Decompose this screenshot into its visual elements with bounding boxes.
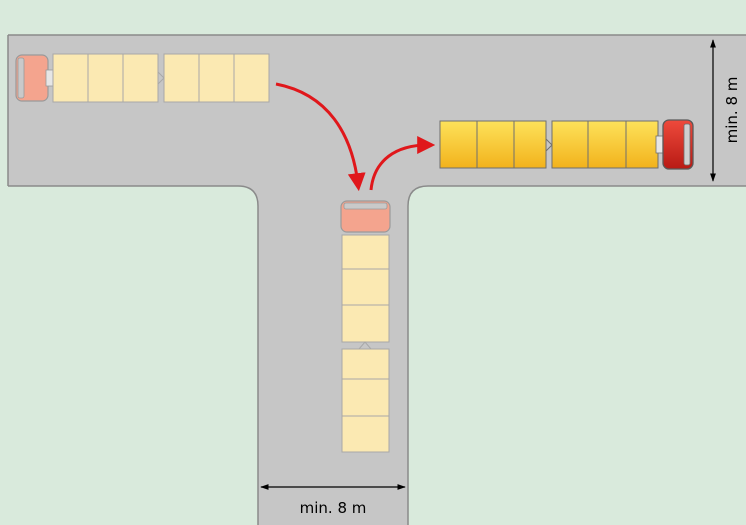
cargo-box bbox=[587, 120, 627, 169]
cargo-box bbox=[551, 120, 589, 169]
dimension-main-road: min. 8 m bbox=[710, 39, 741, 182]
trailer-coupling bbox=[358, 341, 372, 350]
truck-cab-window bbox=[343, 202, 388, 210]
cargo-box bbox=[341, 378, 390, 417]
cargo-box bbox=[439, 120, 478, 169]
dimension-side-road: min. 8 m bbox=[260, 484, 406, 517]
cargo-box bbox=[476, 120, 515, 169]
cargo-box bbox=[52, 53, 89, 103]
cargo-box bbox=[198, 53, 235, 103]
cargo-box bbox=[87, 53, 124, 103]
dimension-label-main-road: min. 8 m bbox=[723, 77, 741, 144]
cargo-box bbox=[341, 304, 390, 343]
truck-cab-window bbox=[17, 57, 25, 99]
cargo-box bbox=[233, 53, 270, 103]
cargo-box bbox=[341, 234, 390, 270]
curb-bottom-left bbox=[8, 185, 259, 525]
cargo-box bbox=[625, 120, 659, 169]
dimension-label-side-road: min. 8 m bbox=[300, 499, 367, 517]
truck-start-position bbox=[15, 53, 270, 103]
truck-final-position bbox=[439, 119, 694, 170]
curb-bottom-right bbox=[407, 185, 746, 525]
truck-reversing-position bbox=[340, 200, 391, 453]
cargo-box bbox=[163, 53, 200, 103]
cargo-box bbox=[122, 53, 159, 103]
truck-cab-window bbox=[683, 123, 691, 166]
reverse-path-arrow bbox=[275, 82, 366, 192]
cargo-box bbox=[341, 348, 390, 380]
cargo-box bbox=[341, 415, 390, 453]
cargo-box bbox=[341, 268, 390, 306]
forward-path-arrow bbox=[369, 136, 436, 191]
cargo-box bbox=[513, 120, 547, 169]
